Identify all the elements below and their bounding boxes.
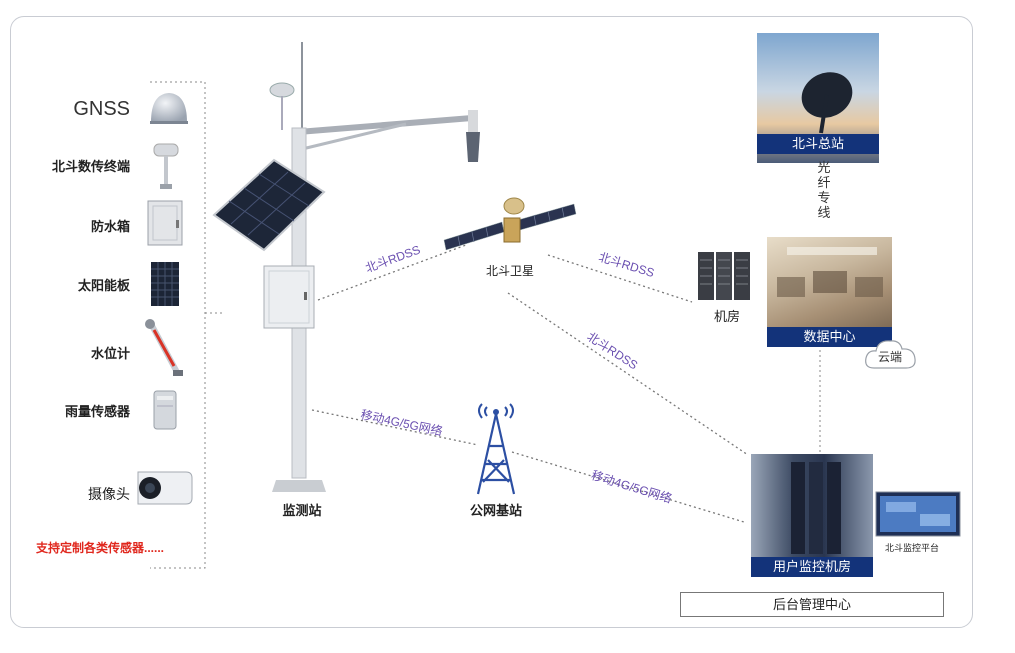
monitoring-platform-screen-icon xyxy=(875,491,961,537)
data-center-image xyxy=(767,237,892,329)
link-satellite-room xyxy=(547,254,693,303)
base-station-label: 公网基站 xyxy=(469,503,522,518)
solar-panel-icon xyxy=(151,262,179,306)
sensor-label-gnss: GNSS xyxy=(73,98,130,120)
fiber-char-1: 光 xyxy=(817,160,831,175)
link-station-base xyxy=(311,409,479,446)
fiber-char-3: 专 xyxy=(817,190,831,205)
sensor-label-camera: 摄像头 xyxy=(88,486,130,502)
custom-sensor-note: 支持定制各类传感器...... xyxy=(36,541,165,555)
waterproof-box-icon xyxy=(147,200,183,246)
base-station-tower-icon xyxy=(476,403,516,495)
cloud-icon xyxy=(865,340,916,369)
cloud-label: 云端 xyxy=(878,350,903,364)
sensor-label-solar: 太阳能板 xyxy=(77,278,130,293)
server-room-label: 机房 xyxy=(713,309,740,324)
link-station-satellite xyxy=(317,244,467,301)
server-room-icon xyxy=(698,252,750,300)
link-satellite-user xyxy=(507,292,749,456)
backend-management-label: 后台管理中心 xyxy=(680,592,944,617)
satellite-label: 北斗卫星 xyxy=(485,264,534,278)
user-room-label: 用户监控机房 xyxy=(751,557,873,577)
monitoring-station-pole xyxy=(212,42,480,492)
beidou-terminal-icon xyxy=(153,143,179,189)
user-room-image xyxy=(751,454,873,560)
sensor-label-box: 防水箱 xyxy=(90,219,130,234)
beidou-hq-label: 北斗总站 xyxy=(757,134,879,154)
platform-label: 北斗监控平台 xyxy=(885,543,940,553)
data-center-label: 数据中心 xyxy=(767,327,892,347)
fiber-char-2: 纤 xyxy=(817,175,831,190)
fiber-char-4: 线 xyxy=(817,205,831,220)
gnss-antenna-icon xyxy=(150,93,188,124)
sensor-label-water-level: 水位计 xyxy=(90,346,130,361)
sensor-label-terminal: 北斗数传终端 xyxy=(51,159,130,174)
sensor-label-rain: 雨量传感器 xyxy=(64,404,130,419)
beidou-satellite-icon xyxy=(443,197,577,251)
water-level-gauge-icon xyxy=(145,319,183,376)
rain-gauge-icon xyxy=(153,390,177,430)
link-base-user xyxy=(511,451,745,523)
camera-icon xyxy=(137,471,193,505)
station-label: 监测站 xyxy=(282,503,322,518)
